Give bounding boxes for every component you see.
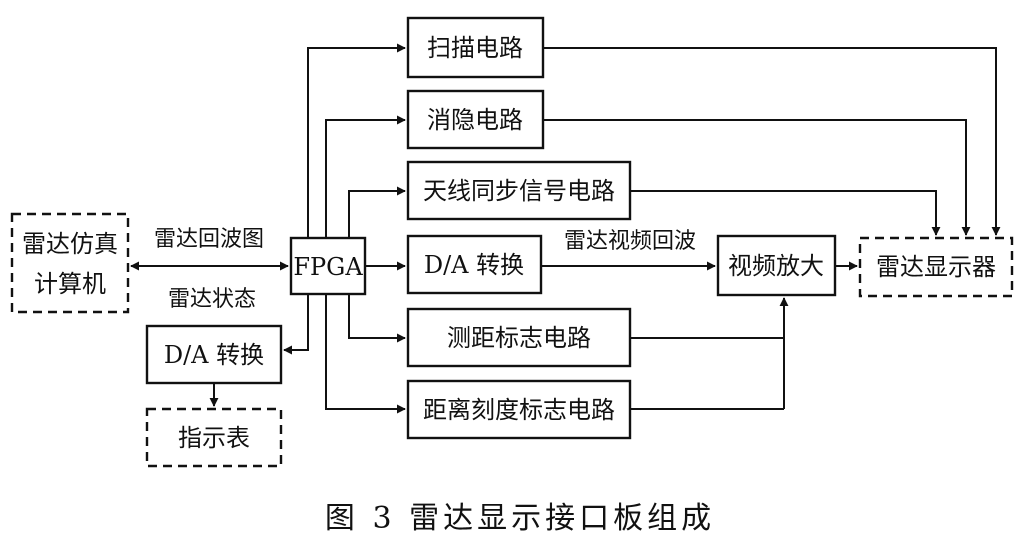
node-indicator: 指示表 (145, 407, 283, 468)
edge-fpga-antenna-sync (348, 186, 406, 238)
range-scale-label: 距离刻度标志电路 (423, 396, 615, 424)
scan-circuit-label: 扫描电路 (427, 34, 523, 62)
node-blanking-circuit: 消隐电路 (406, 89, 545, 150)
fpga-label: FPGA (293, 253, 363, 281)
edge-fpga-range-scale (325, 294, 406, 414)
node-da-converter-left: D/A 转换 (145, 324, 283, 385)
node-range-scale-circuit: 距离刻度标志电路 (406, 379, 632, 440)
edge-fpga-da-left (283, 294, 309, 355)
edge-fpga-blanking (325, 115, 406, 238)
node-video-amplifier: 视频放大 (716, 234, 837, 297)
antenna-sync-label: 天线同步信号电路 (423, 177, 615, 205)
range-marker-label: 测距标志电路 (447, 324, 591, 352)
node-scan-circuit: 扫描电路 (406, 16, 545, 79)
edge-antenna-sync-display (630, 190, 941, 236)
node-range-marker-circuit: 测距标志电路 (406, 307, 632, 368)
node-da-converter: D/A 转换 (406, 234, 543, 295)
edge-fpga-range-marker (348, 294, 406, 343)
da-converter-left-label: D/A 转换 (164, 341, 264, 369)
video-amplifier-label: 视频放大 (728, 252, 824, 280)
edge-label-radar-status: 雷达状态 (168, 287, 256, 312)
blanking-circuit-label: 消隐电路 (427, 106, 523, 134)
radar-display-label: 雷达显示器 (876, 253, 996, 281)
edge-blanking-display (543, 119, 971, 236)
edge-label-echo-image: 雷达回波图 (154, 227, 264, 252)
node-radar-display: 雷达显示器 (858, 236, 1014, 298)
edge-scan-display (543, 47, 1001, 236)
edge-fpga-scan (307, 43, 406, 238)
node-antenna-sync-circuit: 天线同步信号电路 (406, 160, 632, 221)
indicator-label: 指示表 (178, 424, 250, 452)
radar-sim-label-2: 计算机 (34, 270, 106, 298)
node-fpga: FPGA (289, 236, 367, 296)
figure-caption: 图 3 雷达显示接口板组成 (325, 501, 715, 536)
da-converter-label: D/A 转换 (424, 251, 524, 279)
node-radar-sim-computer: 雷达仿真 计算机 (10, 212, 130, 314)
edge-range-marker-video-amp (630, 297, 789, 339)
edge-label-video-echo: 雷达视频回波 (564, 229, 696, 254)
radar-sim-label-1: 雷达仿真 (22, 230, 118, 258)
